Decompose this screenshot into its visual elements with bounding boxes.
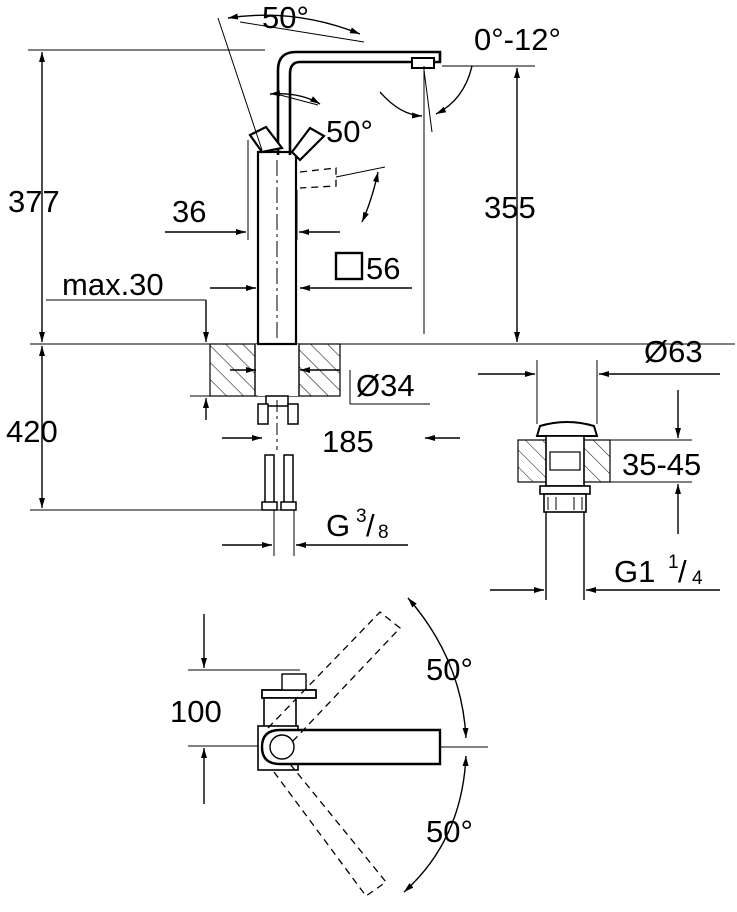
cap-diameter-label: Ø63 xyxy=(644,334,703,369)
swivel-arc-upper xyxy=(407,597,469,739)
waste-cap xyxy=(535,421,599,437)
connection-thread-numerator: 3 xyxy=(356,506,367,527)
aerator-tilt-arc-right xyxy=(435,65,473,115)
lever-angle-arc xyxy=(269,90,321,105)
waste-thread-denominator: 4 xyxy=(692,568,703,589)
max-deck-thickness-label: max.30 xyxy=(62,267,164,302)
connection-thread-denominator: 8 xyxy=(378,522,389,543)
square-symbol-icon xyxy=(334,251,364,281)
side-view: 377 420 50° 50° 0°-12° xyxy=(6,0,735,556)
spout-ghost-lower xyxy=(273,763,387,897)
lever-top-view xyxy=(261,689,317,699)
spout-swivel-arc xyxy=(227,13,361,35)
lever-offset-label: 100 xyxy=(170,694,222,729)
spout-swivel-angle-label: 50° xyxy=(262,0,309,35)
lever-front xyxy=(290,126,326,162)
faucet-spout xyxy=(276,50,442,155)
spout-ghost-upper xyxy=(267,611,401,743)
swivel-arc-lower xyxy=(403,755,469,893)
spout-height-label: 355 xyxy=(484,190,536,225)
waste-thread-numerator: 1 xyxy=(668,552,679,573)
supply-hose-left xyxy=(264,454,275,506)
swivel-angle-upper-label: 50° xyxy=(426,652,473,687)
aerator xyxy=(411,57,435,69)
supply-hose-right xyxy=(283,454,294,506)
supply-hose-left-top xyxy=(257,403,269,425)
lever-ghost-position xyxy=(299,167,337,189)
svg-text:/: / xyxy=(678,554,687,589)
lever-rear xyxy=(248,125,284,154)
waste-body xyxy=(545,435,585,487)
mounting-hole-label: Ø34 xyxy=(356,368,415,403)
spout-top-view xyxy=(260,728,442,766)
waste-view: Ø63 35-45 G1 1 / 4 xyxy=(478,334,720,600)
connection-thread-label: G xyxy=(326,508,350,543)
total-height-label: 377 xyxy=(8,184,60,219)
deck-range-label: 35-45 xyxy=(622,447,701,482)
lever-swing-arc xyxy=(361,171,379,223)
hose-reach-label: 185 xyxy=(322,424,374,459)
below-deck-depth-label: 420 xyxy=(6,414,58,449)
aerator-tilt-arc-left xyxy=(379,91,423,119)
top-view: 100 50° 50° xyxy=(170,597,488,897)
waste-thread-label: G1 xyxy=(614,554,655,589)
svg-text:/: / xyxy=(366,508,375,543)
waste-nut xyxy=(539,485,591,495)
lever-angle-label: 50° xyxy=(326,114,373,149)
aerator-tilt-label: 0°-12° xyxy=(474,22,561,57)
body-diameter-label: 36 xyxy=(172,194,206,229)
swivel-angle-lower-label: 50° xyxy=(426,814,473,849)
supply-hose-right-top xyxy=(287,403,299,425)
square-base-label: 56 xyxy=(366,251,400,286)
